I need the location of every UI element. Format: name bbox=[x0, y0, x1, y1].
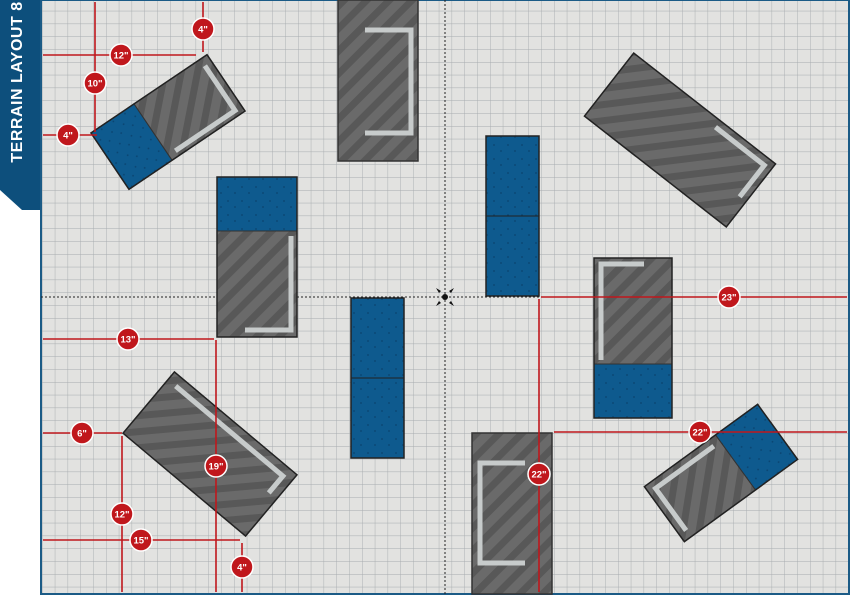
svg-text:15": 15" bbox=[133, 536, 148, 547]
svg-text:6": 6" bbox=[77, 429, 87, 440]
measure-badge-12b: 12" bbox=[110, 502, 134, 526]
water-pool-center-right bbox=[485, 135, 540, 297]
measure-badge-23: 23" bbox=[717, 285, 741, 309]
ruin-right-center bbox=[593, 257, 673, 419]
svg-text:13": 13" bbox=[120, 335, 135, 346]
ruin-bottom-left bbox=[121, 370, 299, 538]
svg-text:4": 4" bbox=[63, 131, 73, 142]
svg-text:12": 12" bbox=[113, 51, 128, 62]
measure-badge-12a: 12" bbox=[109, 43, 133, 67]
layout-title: TERRAIN LAYOUT 8 bbox=[9, 1, 26, 163]
svg-text:23": 23" bbox=[721, 293, 736, 304]
svg-text:10": 10" bbox=[87, 79, 102, 90]
water-pool-center-left bbox=[350, 297, 405, 459]
svg-text:4": 4" bbox=[237, 563, 247, 574]
measure-badge-6: 6" bbox=[70, 421, 94, 445]
title-tab bbox=[0, 0, 40, 210]
center-objective-icon bbox=[436, 288, 454, 306]
svg-text:4": 4" bbox=[198, 25, 208, 36]
svg-text:22": 22" bbox=[531, 470, 546, 481]
ruin-bottom-center bbox=[471, 432, 553, 595]
svg-text:22": 22" bbox=[692, 428, 707, 439]
measure-badge-15: 15" bbox=[129, 528, 153, 552]
svg-text:19": 19" bbox=[208, 462, 223, 473]
measure-badge-4a: 4" bbox=[191, 17, 215, 41]
measure-badge-19: 19" bbox=[204, 454, 228, 478]
svg-text:12": 12" bbox=[114, 510, 129, 521]
ruin-left-center bbox=[216, 176, 298, 338]
ruin-top-center bbox=[337, 0, 419, 162]
ruin-top-left bbox=[89, 53, 247, 191]
measure-badge-22b: 22" bbox=[688, 420, 712, 444]
measurement-badges: 4" 12" 10" 4" 13" 6" 19" 12" 15" 4" 23" … bbox=[56, 17, 741, 579]
measure-badge-10: 10" bbox=[83, 71, 107, 95]
measure-badge-22a: 22" bbox=[527, 462, 551, 486]
measure-badge-13: 13" bbox=[116, 327, 140, 351]
measure-badge-4c: 4" bbox=[230, 555, 254, 579]
measure-badge-4b: 4" bbox=[56, 123, 80, 147]
ruin-top-right bbox=[583, 52, 777, 228]
